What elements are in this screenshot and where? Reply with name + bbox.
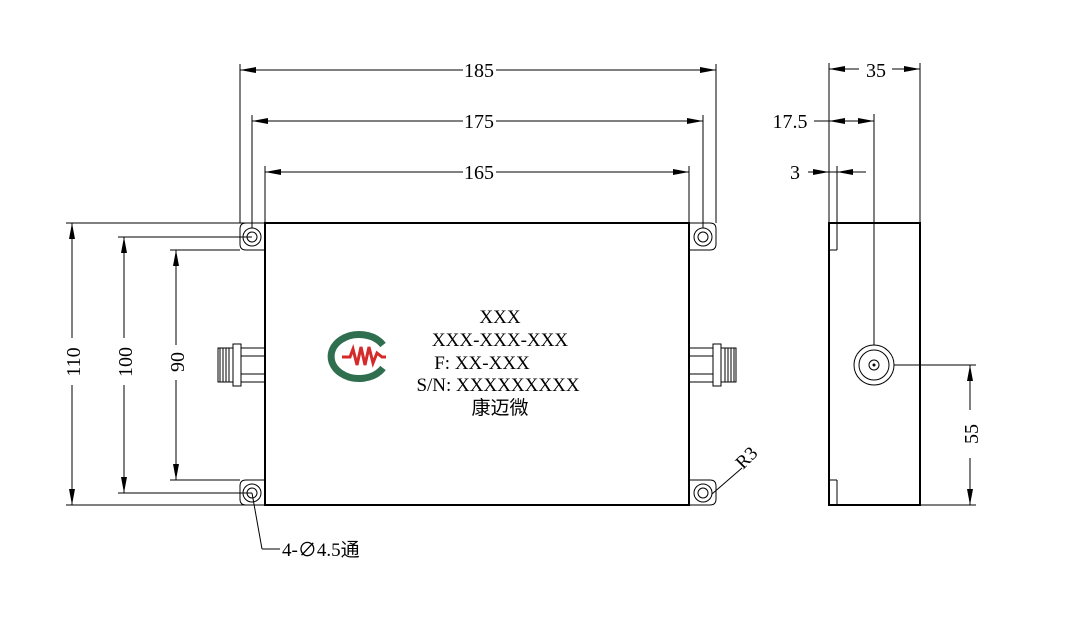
- mounting-tab-bottom-right: [689, 479, 717, 506]
- hole-callout-text: 4-∅4.5通: [282, 539, 360, 561]
- dim-label-55: 55: [961, 424, 983, 444]
- side-connector: [853, 344, 895, 386]
- mounting-tab-top-right: [689, 222, 717, 251]
- dimension-90: 90: [167, 249, 240, 481]
- left-connector: [217, 343, 266, 387]
- company-logo: [327, 331, 386, 382]
- label-line-model: XXX: [479, 307, 520, 328]
- dimension-55: 55: [894, 364, 983, 506]
- dimension-185: 185: [239, 60, 717, 223]
- dim-label-3: 3: [790, 162, 800, 184]
- dimension-100: 100: [115, 236, 252, 494]
- label-line-serial: S/N: XXXXXXXXX: [416, 375, 579, 396]
- dim-label-175: 175: [464, 111, 494, 133]
- dim-label-100: 100: [115, 347, 137, 377]
- front-view: XXX XXX-XXX-XXX F: XX-XXX S/N: XXXXXXXXX…: [217, 222, 737, 506]
- dimension-175: 175: [251, 111, 704, 228]
- mounting-hole-top-right-inner: [697, 231, 709, 243]
- hole-callout: 4-∅4.5通: [251, 492, 360, 561]
- label-line-frequency: F: XX-XXX: [434, 353, 530, 374]
- dim-label-17-5: 17.5: [773, 111, 808, 133]
- dimension-17-5: 17.5: [773, 111, 875, 345]
- dimension-35: 35: [828, 60, 921, 223]
- mounting-hole-top-right: [693, 227, 713, 247]
- radius-callout-text: R3: [732, 443, 763, 474]
- mounting-hole-bottom-right-inner: [697, 487, 709, 499]
- logo-wave: [342, 343, 386, 368]
- dim-label-185: 185: [464, 60, 494, 82]
- dimension-3: 3: [790, 162, 866, 223]
- dimension-110: 110: [63, 222, 265, 506]
- logo-ring: [327, 331, 386, 382]
- dimension-165: 165: [264, 162, 690, 223]
- label-line-partnumber: XXX-XXX-XXX: [432, 330, 568, 351]
- dim-label-35: 35: [866, 60, 886, 82]
- mounting-hole-bottom-right: [693, 483, 713, 503]
- dim-label-165: 165: [464, 162, 494, 184]
- dim-label-110: 110: [63, 347, 85, 376]
- dim-label-90: 90: [167, 352, 189, 372]
- right-connector: [688, 343, 737, 387]
- label-line-company: 康迈微: [471, 397, 528, 419]
- radius-callout: R3: [711, 443, 763, 495]
